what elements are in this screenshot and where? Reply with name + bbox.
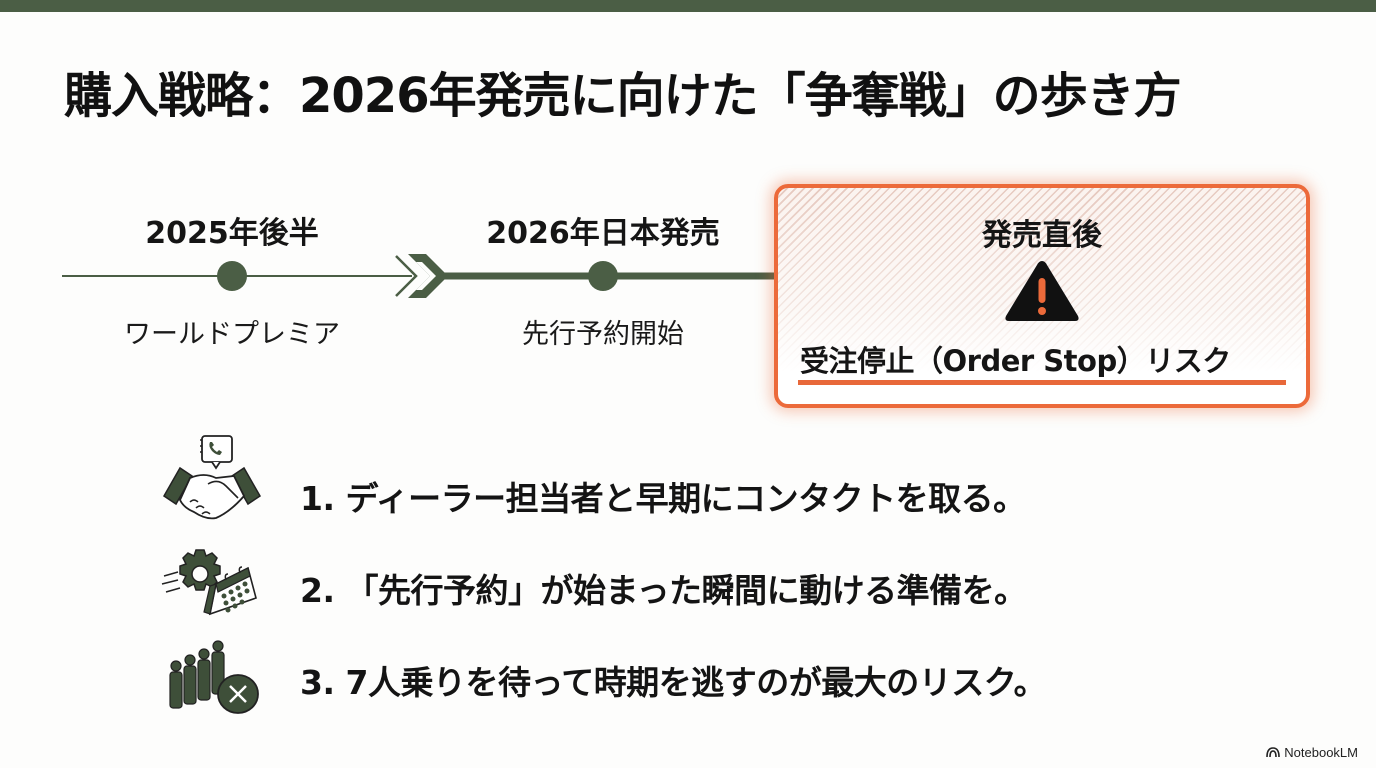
risk-text: 受注停止（Order Stop）リスク xyxy=(800,344,1231,378)
queue-cancel-icon xyxy=(169,640,259,714)
action-item-1: 1. ディーラー担当者と早期にコンタクトを取る。 xyxy=(300,479,1026,518)
timeline-stage-1-sub: ワールドプレミア xyxy=(124,319,340,350)
brand-watermark: NotebookLM xyxy=(1266,745,1358,760)
action-item-3: 3. 7人乗りを待って時期を逃すのが最大のリスク。 xyxy=(300,663,1047,702)
warning-icon xyxy=(1005,261,1079,321)
timeline-stage-2-label: 2026年日本発売 xyxy=(486,216,720,251)
timeline-stage-2-sub: 先行予約開始 xyxy=(522,319,684,350)
timeline-dot-2 xyxy=(588,261,618,291)
slide-title: 購入戦略：2026年発売に向けた「争奪戦」の歩き方 xyxy=(64,68,1182,124)
timeline-stage-3-label: 発売直後 xyxy=(982,218,1102,253)
risk-underline xyxy=(798,380,1286,385)
timeline-dot-1 xyxy=(217,261,247,291)
top-accent-bar xyxy=(0,0,1376,12)
timeline-stage-1-label: 2025年後半 xyxy=(145,216,319,251)
gear-calendar-icon xyxy=(161,549,257,616)
action-item-2: 2. 「先行予約」が始まった瞬間に動ける準備を。 xyxy=(300,571,1027,610)
brand-label: NotebookLM xyxy=(1284,745,1358,760)
order-stop-risk-box: 発売直後 受注停止（Order Stop）リスク xyxy=(774,184,1310,408)
notebooklm-logo-icon xyxy=(1266,747,1281,758)
handshake-phone-icon xyxy=(163,435,261,520)
